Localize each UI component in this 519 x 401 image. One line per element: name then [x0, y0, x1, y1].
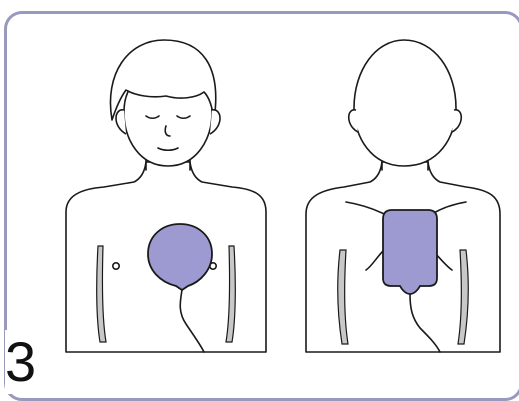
back-head	[354, 40, 456, 166]
step-number: 3	[5, 330, 42, 394]
front-nipple-left	[113, 263, 119, 269]
rectangular-electrode-pad	[383, 210, 437, 294]
back-view-torso	[306, 40, 500, 352]
front-view-torso	[66, 40, 266, 352]
